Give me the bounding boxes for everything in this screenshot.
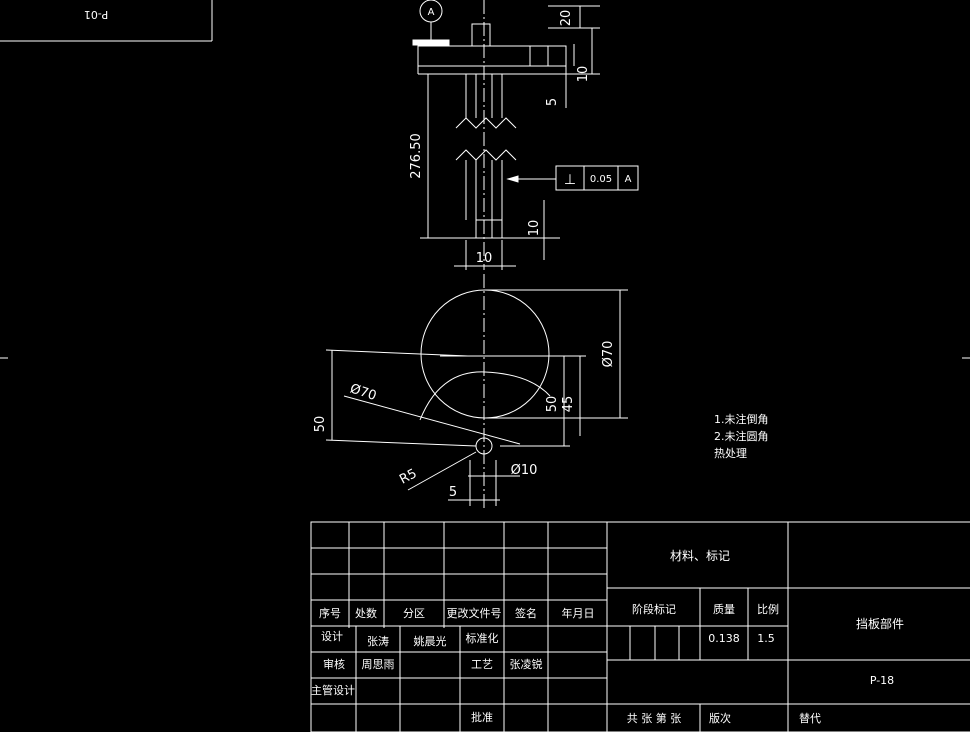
process-label: 工艺 [471, 658, 493, 671]
dim-50-left: 50 [313, 416, 328, 433]
dim-10-top: 10 [576, 66, 591, 83]
dim-20: 20 [559, 10, 574, 27]
scale-label: 比例 [757, 602, 779, 616]
tech-notes: 1.未注倒角 2.未注圆角 热处理 [714, 412, 769, 460]
weight-value: 0.138 [708, 632, 740, 645]
reference-box-code: P-01 [84, 8, 108, 21]
design-label: 设计 [321, 630, 343, 643]
dim-45: 45 [561, 396, 576, 413]
side-view [412, 0, 639, 270]
header-count: 处数 [355, 607, 377, 620]
material-label: 材料、标记 [670, 549, 730, 563]
part-code: P-18 [870, 674, 894, 687]
dim-r5: R5 [397, 466, 419, 487]
design-name: 张涛 [367, 634, 389, 648]
scale-value: 1.5 [757, 632, 775, 645]
header-seq: 序号 [319, 606, 341, 620]
design-name-2: 姚晨光 [414, 634, 447, 648]
note-line-1: 1.未注倒角 [714, 412, 769, 426]
dim-dia70-right: Ø70 [601, 341, 616, 368]
version-label: 版次 [709, 711, 731, 725]
dim-dia70-left: Ø70 [348, 381, 378, 404]
approve-label: 批准 [471, 710, 493, 724]
check-label: 审核 [323, 657, 345, 671]
process-name: 张凌锐 [510, 657, 543, 671]
tolerance-symbol: ⊥ [564, 172, 576, 188]
dim-10-bottom: 10 [476, 251, 493, 266]
weight-label: 质量 [713, 603, 735, 616]
check-name: 周思雨 [362, 658, 395, 671]
dim-5-top: 5 [545, 98, 560, 106]
sheet-info: 共 张 第 张 [627, 711, 682, 725]
stage-label: 阶段标记 [632, 602, 676, 616]
title-block [310, 521, 970, 732]
reference-box: P-01 [0, 0, 213, 42]
part-name: 挡板部件 [856, 616, 904, 631]
dim-10-side: 10 [527, 220, 542, 237]
standard-label: 标准化 [466, 631, 499, 645]
tolerance-datum: A [625, 174, 632, 185]
dim-50-right: 50 [545, 396, 560, 413]
datum-label: A [428, 7, 435, 18]
header-sign: 签名 [515, 606, 537, 620]
header-date: 年月日 [562, 606, 595, 620]
front-view [325, 274, 628, 510]
dim-5-bottom: 5 [449, 485, 457, 500]
supervisor-label: 主管设计 [311, 683, 355, 697]
header-zone: 分区 [403, 607, 425, 620]
note-line-3: 热处理 [714, 447, 747, 460]
note-line-2: 2.未注圆角 [714, 429, 769, 443]
dim-dia10: Ø10 [511, 463, 538, 478]
replace-label: 替代 [799, 711, 821, 725]
dim-length: 276.50 [409, 133, 424, 179]
header-docno: 更改文件号 [447, 606, 502, 620]
tolerance-value: 0.05 [590, 174, 612, 185]
